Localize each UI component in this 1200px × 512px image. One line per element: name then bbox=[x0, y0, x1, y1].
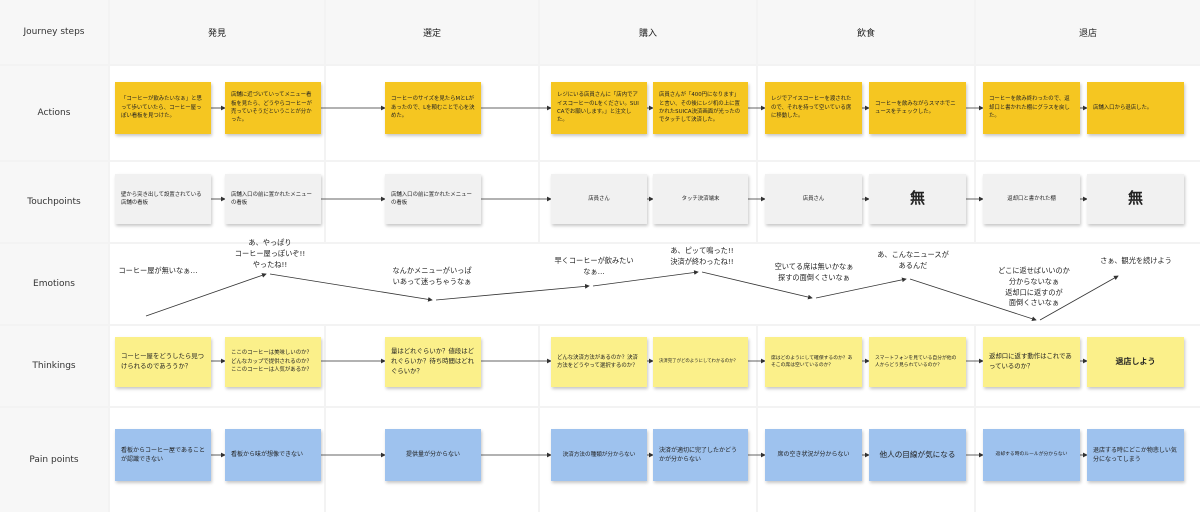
thinking-note: 退店しよう bbox=[1087, 337, 1184, 387]
action-note: 店舗に近づいていってメニュー看板を見たら、どうやらコーヒーが売っていそうだという… bbox=[225, 82, 321, 134]
pain-point-note: 他人の目線が気になる bbox=[869, 429, 966, 481]
row-label-actions: Actions bbox=[0, 66, 108, 160]
row-label-touchpoints: Touchpoints bbox=[0, 162, 108, 242]
thinking-note: 量はどれぐらいか？値段はどれぐらいか？待ち時間はどれぐらいか？ bbox=[385, 337, 481, 387]
pain-point-note: 看板から味が想像できない bbox=[225, 429, 321, 481]
stage-header-discover: 発見 bbox=[110, 0, 324, 64]
touchpoint-note: 無 bbox=[869, 174, 966, 224]
pain-point-note: 退店する時にどこか物悲しい気分になってしまう bbox=[1087, 429, 1184, 481]
thinking-note: 返却口に返す動作はこれであっているのか？ bbox=[983, 337, 1080, 387]
emotion-label: コーヒー屋が無いなぁ… bbox=[118, 266, 198, 275]
emotion-label: あ、ピッて鳴った!! 決済が終わったね!! bbox=[670, 246, 734, 266]
stage-header-leave: 退店 bbox=[976, 0, 1200, 64]
thinking-note: 決済完了がどのようにしてわかるのか？ bbox=[653, 337, 748, 387]
stage-header-eat: 飲食 bbox=[758, 0, 974, 64]
touchpoint-note: 壁から突き出して設置されている店舗の看板 bbox=[115, 174, 211, 224]
emotion-label: あ、こんなニュースが あるんだ bbox=[877, 250, 949, 270]
action-note: レジでアイスコーヒーを渡されたので、それを持って空いている席に移動した。 bbox=[765, 82, 862, 134]
thinking-note: どんな決済方法があるのか？決済方法をどうやって選択するのか？ bbox=[551, 337, 647, 387]
action-note: 「コーヒーが飲みたいなぁ」と思って歩いていたら、コーヒー屋っぽい看板を見つけた。 bbox=[115, 82, 211, 134]
pain-point-note: 看板からコーヒー屋であることが認識できない bbox=[115, 429, 211, 481]
stage-header-select: 選定 bbox=[326, 0, 538, 64]
thinking-note: コーヒー屋をどうしたら見つけられるのであろうか？ bbox=[115, 337, 211, 387]
row-label-pain-points: Pain points bbox=[0, 408, 108, 512]
action-note: 店舗入口から退店した。 bbox=[1087, 82, 1184, 134]
emotion-label: さぁ、観光を続けよう bbox=[1100, 256, 1172, 265]
emotions-row-area bbox=[110, 244, 1200, 324]
action-note: 店員さんが「400円になります」と言い、その後にレジ机の上に置かれたSUICA決… bbox=[653, 82, 748, 134]
thinking-note: ここのコーヒーは美味しいのか？どんなカップで提供されるのか？ここのコーヒーは人気… bbox=[225, 337, 321, 387]
pain-point-note: 決済が適切に完了したかどうかが分からない bbox=[653, 429, 748, 481]
touchpoint-note: 店舗入口の前に置かれたメニューの看板 bbox=[385, 174, 481, 224]
emotion-label: あ、やっぱり コーヒー屋っぽいぞ!! やったね!! bbox=[234, 238, 306, 269]
thinking-note: スマートフォンを見ている自分が他の人からどう見られているのか？ bbox=[869, 337, 966, 387]
touchpoint-note: 無 bbox=[1087, 174, 1184, 224]
touchpoint-note: 店員さん bbox=[765, 174, 862, 224]
emotion-label: なんかメニューがいっぱ いあって迷っちゃうなぁ bbox=[392, 266, 472, 286]
action-note: コーヒーを飲み終わったので、返却口と書かれた棚にグラスを戻した。 bbox=[983, 82, 1080, 134]
emotion-label: 早くコーヒーが飲みたい なぁ… bbox=[554, 256, 634, 276]
row-label-emotions: Emotions bbox=[0, 244, 108, 324]
emotion-label: 空いてる席は無いかなぁ 探すの面倒くさいなぁ bbox=[774, 262, 854, 282]
pain-point-note: 提供量が分からない bbox=[385, 429, 481, 481]
pain-point-note: 席の空き状況が分からない bbox=[765, 429, 862, 481]
row-label-journey-steps: Journey steps bbox=[0, 0, 108, 64]
touchpoint-note: 店員さん bbox=[551, 174, 647, 224]
row-label-thinkings: Thinkings bbox=[0, 326, 108, 406]
action-note: レジにいる店員さんに「店内でアイスコーヒーのLをください。SUICAでお願いしま… bbox=[551, 82, 647, 134]
thinking-note: 席はどのようにして確保するのか？あそこの席は空いているのか？ bbox=[765, 337, 862, 387]
stage-header-purchase: 購入 bbox=[540, 0, 756, 64]
touchpoint-note: 店舗入口の前に置かれたメニューの看板 bbox=[225, 174, 321, 224]
touchpoint-note: タッチ決済端末 bbox=[653, 174, 748, 224]
emotion-label: どこに返せばいいのか 分からないなぁ 返却口に返すのが 面倒くさいなぁ bbox=[998, 266, 1070, 308]
pain-point-note: 返却する時のルールが分からない bbox=[983, 429, 1080, 481]
pain-point-note: 決済方法の種類が分からない bbox=[551, 429, 647, 481]
action-note: コーヒーのサイズを見たらMとLがあったので、Lを頼むことで心を決めた。 bbox=[385, 82, 481, 134]
action-note: コーヒーを飲みながらスマホでニュースをチェックした。 bbox=[869, 82, 966, 134]
touchpoint-note: 返却口と書かれた棚 bbox=[983, 174, 1080, 224]
